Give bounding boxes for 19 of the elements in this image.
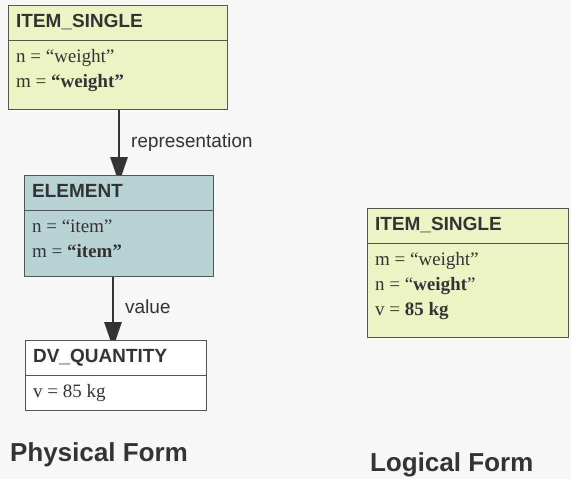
attribute-text: v = 85 kg [375, 298, 449, 322]
class-box [8, 5, 228, 110]
form-title: Physical Form [10, 437, 188, 468]
edge-label: representation [131, 130, 252, 152]
class-name: ELEMENT [32, 180, 123, 204]
attribute-text: n = “weight” [16, 45, 114, 69]
class-name: ITEM_SINGLE [375, 213, 502, 237]
class-box [24, 175, 214, 277]
attribute-text: m = “weight” [375, 248, 479, 272]
class-name: DV_QUANTITY [33, 345, 168, 369]
attribute-text: n = “item” [32, 215, 112, 239]
form-title: Logical Form [370, 447, 534, 478]
attribute-text: n = “weight” [375, 273, 476, 297]
class-box [367, 208, 569, 338]
attribute-text: m = “weight” [16, 70, 124, 94]
attribute-text: v = 85 kg [33, 380, 106, 404]
attribute-text: m = “item” [32, 240, 122, 264]
class-name: ITEM_SINGLE [16, 10, 143, 34]
class-box [25, 340, 207, 411]
